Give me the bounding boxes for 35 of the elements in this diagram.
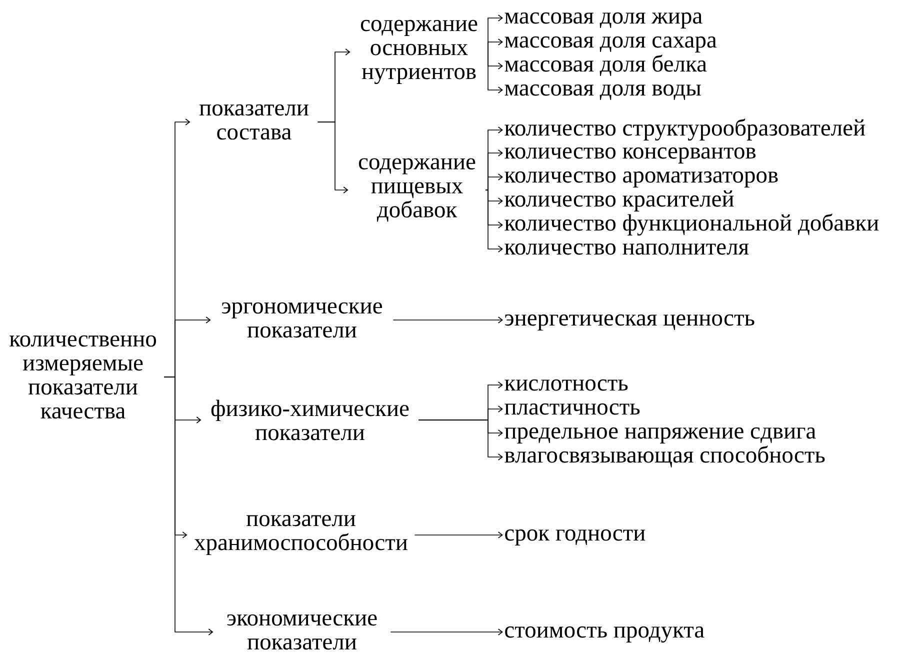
indicator-text: массовая доля воды <box>504 84 701 100</box>
arrow <box>487 52 503 94</box>
category-text: количественно измеряемые показатели качества <box>10 335 156 419</box>
category-text: содержание пищевых добавок <box>358 158 476 222</box>
indicator-text: предельное напряжение сдвига <box>504 427 816 444</box>
indicator-text: массовая доля сахара <box>504 36 717 52</box>
category-text: физико-химические показатели <box>211 400 409 440</box>
arrow <box>485 190 503 252</box>
arrow <box>487 38 503 52</box>
indicator-text: стоимость продукта <box>505 626 704 643</box>
indicator-text: количество красителей <box>504 190 734 212</box>
indicator-text: массовая доля жира <box>504 12 702 28</box>
category-text: эргономические показатели <box>222 302 382 338</box>
category-text: экономические показатели <box>227 614 377 650</box>
arrow <box>390 628 503 636</box>
category-text: показатели хранимоспособности <box>194 514 408 556</box>
indicator-text: кислотность <box>504 379 628 391</box>
arrow <box>418 420 503 460</box>
arrow <box>414 532 503 538</box>
indicator-text: массовая доля белка <box>504 54 707 76</box>
arrow <box>392 316 503 324</box>
indicator-text: энергетическая ценность <box>505 314 754 330</box>
indicator-text: пластичность <box>504 403 640 415</box>
arrow <box>485 174 503 190</box>
indicator-text: количество наполнителя <box>504 243 749 255</box>
indicator-text: количество консервантов <box>504 147 756 164</box>
indicator-text: количество структурообразователей <box>504 118 866 141</box>
indicator-text: срок годности <box>505 529 646 546</box>
category-text: содержание основных нутриентов <box>360 20 478 84</box>
indicator-text: влагосвязывающая способность <box>504 446 825 468</box>
arrow <box>317 122 348 194</box>
indicator-text: количество ароматизаторов <box>504 171 778 188</box>
arrow <box>164 376 214 636</box>
category-text: показатели состава <box>199 104 308 140</box>
indicator-text: количество функциональной добавки <box>504 214 879 236</box>
